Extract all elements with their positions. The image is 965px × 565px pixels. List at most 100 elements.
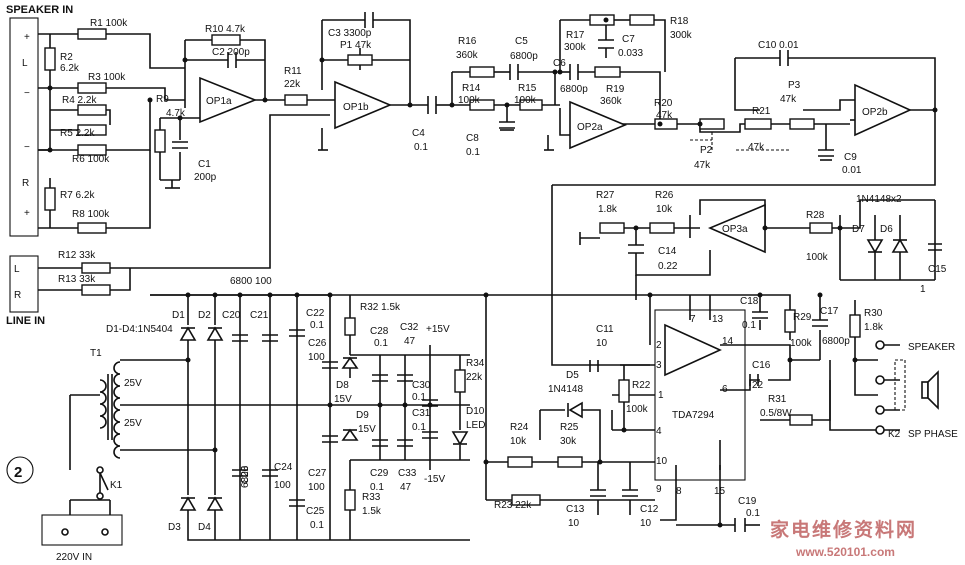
d5-label: D5 [566,370,579,381]
r25-value: 30k [560,436,577,447]
pin-9: 9 [656,484,662,495]
r13-label: R13 33k [58,274,96,285]
c24-value: 100 [274,480,291,491]
op2a-parts: C4 0.1 R16 360k C5 6800p R14 100k R15 10… [412,14,693,158]
r21-label: R21 [752,106,771,117]
c14-label: C14 [658,246,677,257]
r12-label: R12 33k [58,250,96,261]
r22-label: R22 [632,380,651,391]
minus15-label: -15V [424,474,445,485]
d4-symbol [206,496,224,511]
spk-minus-1: − [24,88,30,99]
op2a-symbol [569,100,628,150]
c15-value: 1 [920,284,926,295]
r9-value: 4.7k [166,108,186,119]
c8-value: 0.1 [466,147,480,158]
d1d4-label: D1-D4:1N5404 [106,324,173,335]
pin-14: 14 [722,336,734,347]
ic-label: TDA7294 [672,410,715,421]
c12-label: C12 [640,504,659,515]
op3a-label: OP3a [722,224,748,235]
r11-label: R11 [284,66,302,77]
r1-label: R1 100k [90,18,128,29]
c33-value: 47 [400,482,412,493]
d5-symbol [568,401,583,419]
c6-label: C6 [553,58,566,69]
c20-label: C20 [222,310,241,321]
speaker-out-label: SPEAKER [908,342,955,353]
d5-value: 1N4148 [548,384,583,395]
r33-value: 1.5k [362,506,382,517]
op1a-symbol [199,76,258,124]
d9-label: D9 [356,410,369,421]
op1a-label: OP1a [206,96,232,107]
tda7294-amp-symbol [664,323,722,377]
c16-value: 22 [752,380,764,391]
r28-value: 100k [806,252,829,263]
c30-value: 0.1 [412,392,426,403]
d8-value: 15V [334,394,352,405]
c26-label: C26 [308,338,327,349]
c28-label: C28 [370,326,389,337]
d7-label: D7 [852,224,865,235]
r30-label: R30 [864,308,883,319]
r15-value: 100k [514,95,537,106]
c31-value: 0.1 [412,422,426,433]
spk-r: R [22,178,29,189]
c9-value: 0.01 [842,165,862,176]
c29-value: 0.1 [370,482,384,493]
mains-plug [41,514,123,546]
mains-label: 220V IN [56,552,92,563]
r32-label: R32 1.5k [360,302,401,313]
c15-label: C15 [928,264,947,275]
pin-4: 4 [656,426,662,437]
c13-label: C13 [566,504,585,515]
d7-symbol [866,239,884,254]
c2-label: C2 200p [212,47,250,58]
t1-label: T1 [90,348,102,359]
pin-3: 3 [656,360,662,371]
led-label: LED [466,420,485,431]
spk-minus-2: − [24,142,30,153]
r29-value: 100k [790,338,813,349]
r26-value: 10k [656,204,673,215]
input-resistors: R1 100k R2 6.2k R3 100k R4 2.2k R5 2.2k … [44,18,128,296]
d8-label: D8 [336,380,349,391]
r17-value: 300k [564,42,587,53]
sp-phase-label: SP PHASE [908,429,958,440]
c24-label: C24 [274,462,293,473]
v25b-label: 25V [124,418,142,429]
c10-label: C10 0.01 [758,40,799,51]
k1-label: K1 [110,480,123,491]
d9-symbol [341,428,359,441]
c4-value: 0.1 [414,142,428,153]
op1b-label: OP1b [343,102,369,113]
pin-7: 7 [690,314,696,325]
c22-label: C22 [306,308,325,319]
c16-label: C16 [752,360,771,371]
c31-label: C31 [412,408,431,419]
c5-value: 6800p [510,51,538,62]
watermark: 家电维修资料网 www.520101.com [770,518,915,559]
c9-label: C9 [844,152,857,163]
p2-value: 47k [694,160,711,171]
r18-label: R18 [670,16,689,27]
p1-label: P1 47k [340,40,372,51]
line-in-connector: LINE IN L R [6,255,45,327]
r2-value: 6.2k [60,63,80,74]
op2b-label: OP2b [862,107,888,118]
r23-label: R23 22k [494,500,532,511]
c19-label: C19 [738,496,757,507]
c-top-values: 6800 100 [230,276,272,287]
c18-value: 0.1 [742,320,756,331]
c28-value: 0.1 [374,338,388,349]
c30-label: C30 [412,380,431,391]
r34-label: R34 [466,358,485,369]
pin-13: 13 [712,314,724,325]
c17-label: C17 [820,306,839,317]
c32-value: 47 [404,336,416,347]
op1-parts: R10 4.7k C2 200p R9 4.7k C1 200p OP1a R1… [154,12,393,189]
c18-label: C18 [740,296,759,307]
d67-label: 1N4148x2 [856,194,902,205]
r25-label: R25 [560,422,579,433]
